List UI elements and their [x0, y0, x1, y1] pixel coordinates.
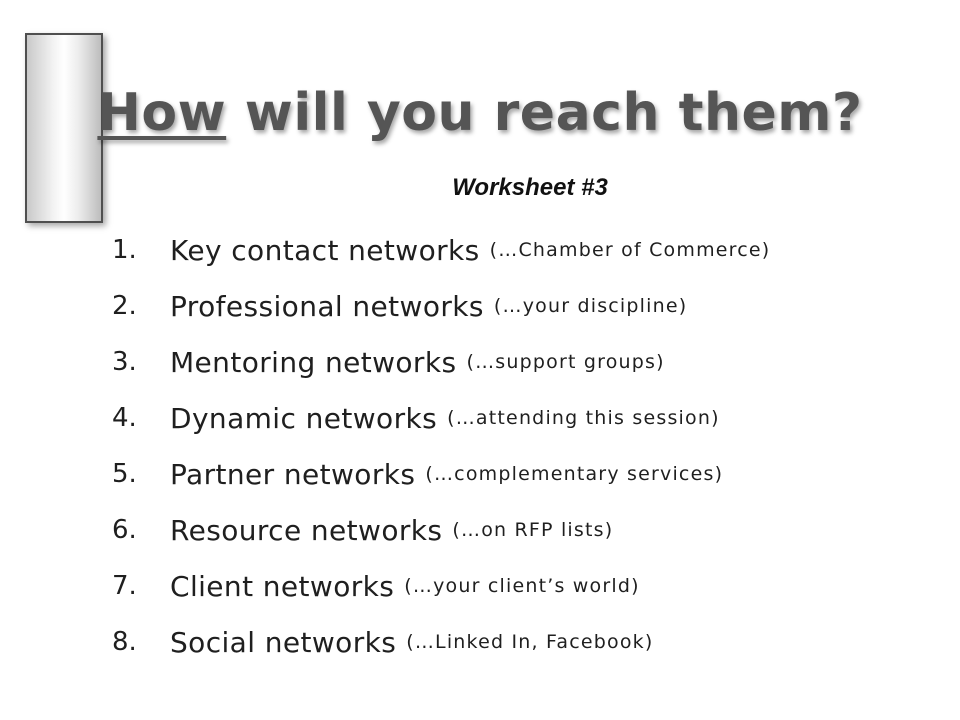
- title-rest: will you reach them?: [226, 83, 863, 143]
- item-label: Social networks: [170, 625, 397, 659]
- item-label: Resource networks: [170, 513, 443, 547]
- list-item: 3. Mentoring networks (…support groups): [112, 334, 770, 390]
- item-note: (…on RFP lists): [452, 519, 614, 541]
- item-note: (…your discipline): [493, 295, 688, 317]
- network-list: 1. Key contact networks (…Chamber of Com…: [112, 222, 770, 670]
- list-item: 4. Dynamic networks (…attending this ses…: [112, 390, 770, 446]
- item-note: (…your client’s world): [404, 575, 640, 597]
- item-number: 1.: [112, 235, 137, 265]
- item-label: Partner networks: [170, 457, 416, 491]
- item-label: Dynamic networks: [170, 401, 438, 435]
- list-item: 5. Partner networks (…complementary serv…: [112, 446, 770, 502]
- list-item: 8. Social networks (…Linked In, Facebook…: [112, 614, 770, 670]
- item-note: (…complementary services): [425, 463, 724, 485]
- title-underlined-word: How: [97, 83, 227, 143]
- worksheet-subtitle: Worksheet #3: [452, 174, 608, 201]
- item-number: 3.: [112, 347, 137, 377]
- list-item: 1. Key contact networks (…Chamber of Com…: [112, 222, 770, 278]
- item-note: (…attending this session): [447, 407, 720, 429]
- item-note: (…Linked In, Facebook): [406, 631, 654, 653]
- list-item: 6. Resource networks (…on RFP lists): [112, 502, 770, 558]
- item-number: 4.: [112, 403, 137, 433]
- item-number: 2.: [112, 291, 137, 321]
- item-label: Mentoring networks: [170, 345, 457, 379]
- item-label: Client networks: [170, 569, 395, 603]
- item-label: Professional networks: [170, 289, 484, 323]
- item-number: 7.: [112, 571, 137, 601]
- item-number: 8.: [112, 627, 137, 657]
- item-number: 6.: [112, 515, 137, 545]
- item-number: 5.: [112, 459, 137, 489]
- list-item: 7. Client networks (…your client’s world…: [112, 558, 770, 614]
- slide-title: How will you reach them?: [0, 78, 960, 148]
- list-item: 2. Professional networks (…your discipli…: [112, 278, 770, 334]
- item-note: (…Chamber of Commerce): [489, 239, 771, 261]
- item-label: Key contact networks: [170, 233, 480, 267]
- item-note: (…support groups): [466, 351, 665, 373]
- decorative-side-bar: [25, 33, 103, 223]
